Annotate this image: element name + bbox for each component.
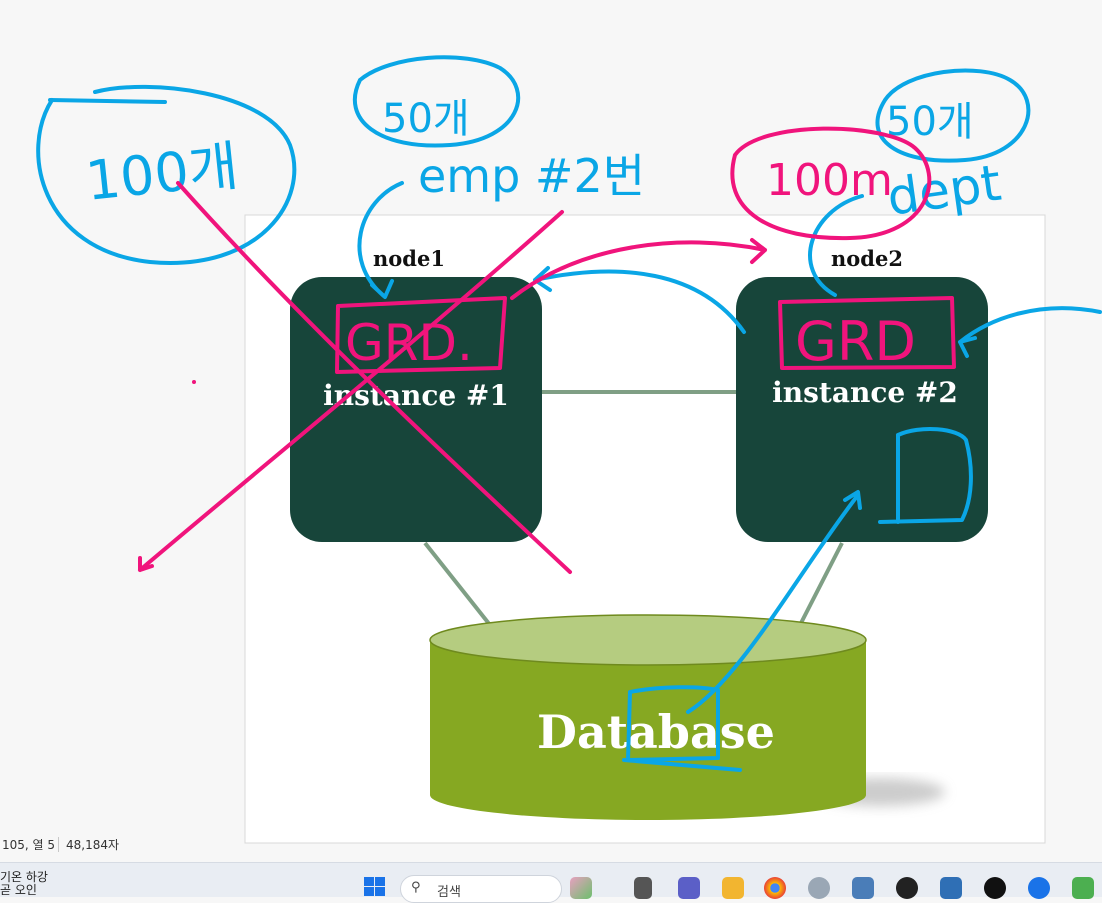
obs-icon[interactable] bbox=[896, 877, 918, 899]
security-icon[interactable] bbox=[1028, 877, 1050, 899]
grd-right-label: GRD bbox=[795, 310, 916, 373]
arrow-instance1-to-circle bbox=[510, 238, 767, 300]
circle-100-left bbox=[36, 84, 297, 265]
arrow-emp-to-node1 bbox=[357, 181, 404, 299]
instance1-box bbox=[290, 277, 542, 542]
cross-line-2 bbox=[138, 210, 564, 572]
note-emp: emp #2번 bbox=[418, 149, 645, 203]
pink-dot bbox=[192, 380, 196, 384]
settings-icon[interactable] bbox=[852, 877, 874, 899]
weather-line2: 곧 오인 bbox=[0, 883, 37, 897]
database-top bbox=[429, 614, 867, 666]
files-icon[interactable] bbox=[722, 877, 744, 899]
taskbar: 기온 하강 곧 오인 ⚲ 검색 bbox=[0, 862, 1102, 903]
weather-line1: 기온 하강 bbox=[0, 870, 48, 884]
grd-right-box bbox=[778, 296, 956, 370]
grd-left-label: GRD. bbox=[345, 314, 473, 372]
blue-ink-annotations bbox=[36, 55, 1102, 772]
node2-label: node2 bbox=[831, 246, 903, 271]
database-label: Database bbox=[537, 705, 775, 759]
circle-50-left bbox=[352, 55, 520, 148]
cursor-position: 105, 열 5 bbox=[2, 838, 56, 852]
instance1-label: instance #1 bbox=[323, 379, 509, 412]
chrome-icon[interactable] bbox=[764, 877, 786, 899]
arrow-right-to-grd2 bbox=[958, 306, 1102, 358]
weather-widget[interactable]: 기온 하강 곧 오인 bbox=[0, 871, 48, 897]
teams-icon[interactable] bbox=[678, 877, 700, 899]
pin-icon[interactable] bbox=[984, 877, 1006, 899]
status-separator bbox=[58, 837, 59, 852]
maps-icon[interactable] bbox=[940, 877, 962, 899]
instance2-box bbox=[736, 277, 988, 542]
cross-line-1 bbox=[176, 181, 572, 574]
start-icon[interactable] bbox=[364, 877, 386, 897]
character-count: 48,184자 bbox=[66, 838, 120, 852]
search-icon: ⚲ bbox=[411, 880, 421, 895]
grd-left-box bbox=[335, 296, 507, 374]
instance2-label: instance #2 bbox=[772, 376, 958, 409]
taskbar-search[interactable]: ⚲ 검색 bbox=[400, 875, 562, 903]
note-100m-left: 100개 bbox=[83, 134, 241, 213]
note-50m-right: 50개 bbox=[886, 99, 974, 145]
app-icon[interactable] bbox=[808, 877, 830, 899]
taskview-icon[interactable] bbox=[634, 877, 652, 899]
media-icon[interactable] bbox=[1072, 877, 1094, 899]
search-label: 검색 bbox=[437, 885, 461, 900]
database-body bbox=[430, 640, 866, 820]
photos-icon[interactable] bbox=[570, 877, 592, 899]
buffer-block-sketch bbox=[878, 427, 973, 524]
link-instance2-db bbox=[798, 542, 844, 626]
note-100m-right: 100m bbox=[766, 155, 893, 206]
arrow-dept-to-node2 bbox=[808, 194, 864, 297]
circle-100-right bbox=[730, 126, 932, 241]
status-bar: 105, 열 5 48,184자 bbox=[0, 832, 1102, 858]
arrow-db-to-buffer bbox=[686, 490, 862, 714]
node1-label: node1 bbox=[373, 246, 445, 271]
link-instance1-db bbox=[423, 541, 492, 627]
db-block-box bbox=[622, 685, 742, 772]
note-50m-left: 50개 bbox=[382, 96, 470, 142]
overline-left bbox=[48, 98, 167, 104]
circle-50-right bbox=[875, 68, 1031, 163]
pink-ink-annotations bbox=[138, 126, 956, 574]
